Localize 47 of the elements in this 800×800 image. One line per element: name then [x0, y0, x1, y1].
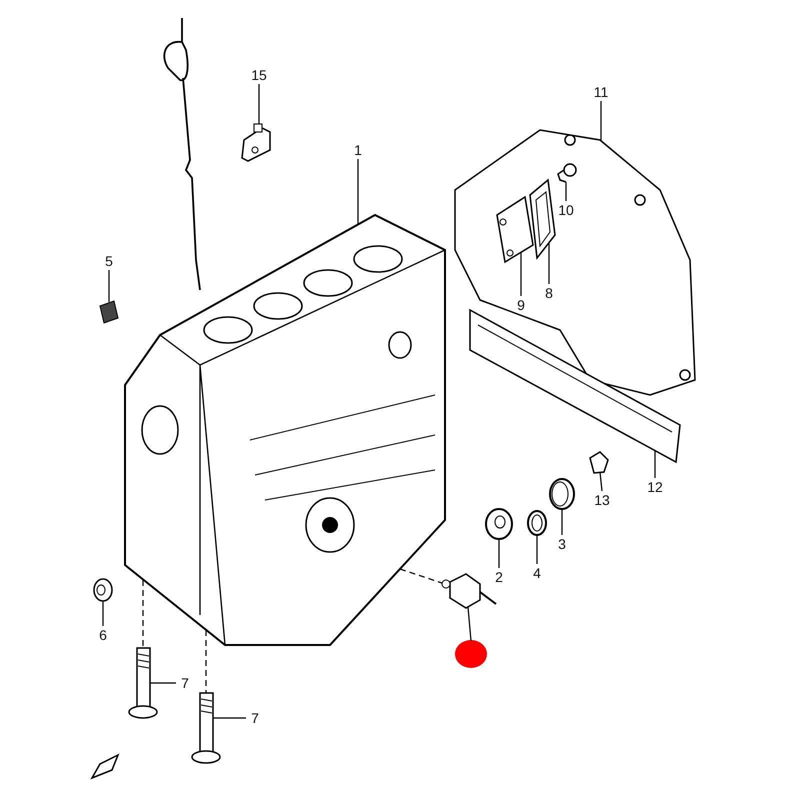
callout-number: 8 — [540, 284, 558, 302]
leader-line — [258, 84, 260, 124]
leader-line — [548, 243, 550, 284]
bolt-drawing — [588, 452, 610, 474]
callout-number: 10 — [555, 201, 577, 219]
cover-plate-drawing — [495, 195, 535, 263]
leader-line — [357, 159, 359, 224]
leader-line — [654, 451, 656, 478]
stud-bolt-drawing — [128, 647, 158, 720]
callout-number: 7 — [246, 709, 264, 727]
alignment-line — [400, 568, 442, 584]
gasket-drawing — [527, 178, 557, 260]
callout-number: 9 — [512, 296, 530, 314]
marker-dot — [455, 640, 487, 668]
leader-line — [565, 182, 567, 201]
alignment-line — [205, 630, 207, 693]
leader-line — [520, 252, 522, 296]
callout-number: 2 — [490, 568, 508, 586]
plug-drawing — [92, 578, 114, 602]
bracket-drawing — [240, 124, 272, 162]
callout-number: 11 — [590, 83, 612, 101]
seal-ring-drawing — [548, 478, 576, 510]
seal-ring-drawing — [526, 510, 548, 536]
alignment-line — [142, 580, 144, 648]
callout-number: 5 — [100, 252, 118, 270]
stud-bolt-drawing — [192, 690, 222, 765]
plug-drawing — [484, 508, 514, 540]
engine-block-drawing — [125, 215, 445, 645]
callout-number: 4 — [528, 564, 546, 582]
leader-line — [213, 717, 246, 719]
leader-line — [600, 101, 602, 141]
callout-number: 6 — [94, 626, 112, 644]
callout-number: 12 — [644, 478, 666, 496]
plug-drawing — [98, 300, 120, 324]
callout-number: 3 — [553, 535, 571, 553]
leader-line — [150, 682, 176, 684]
callout-number: 13 — [591, 491, 613, 509]
leader-line — [561, 509, 563, 535]
leader-line — [536, 535, 538, 564]
callout-number: 7 — [176, 674, 194, 692]
leader-line — [467, 606, 472, 642]
leader-line — [498, 539, 500, 568]
callout-number: 1 — [349, 141, 367, 159]
callout-number: 15 — [248, 66, 270, 84]
leader-line — [599, 472, 603, 492]
leader-line — [108, 270, 110, 302]
leader-line — [102, 601, 104, 626]
